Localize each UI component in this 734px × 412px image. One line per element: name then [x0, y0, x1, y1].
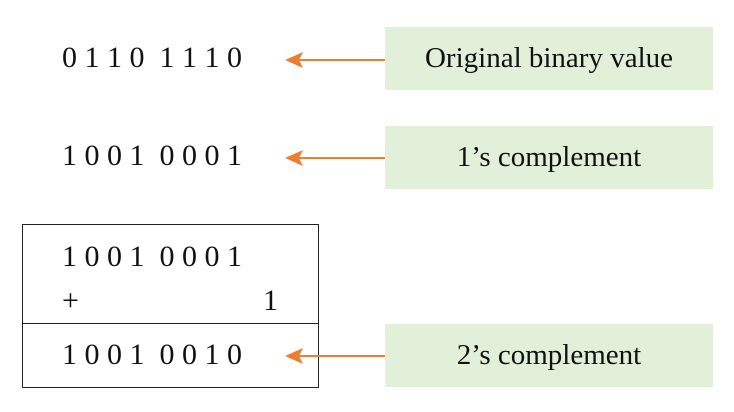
addition-box: [22, 224, 319, 388]
label-ones-complement: 1’s complement: [385, 126, 713, 189]
plus-sign: +: [62, 284, 79, 317]
label-twos-complement: 2’s complement: [385, 324, 713, 387]
twos-complement-value: 1 0 0 1 0 0 1 0: [62, 338, 242, 371]
label-original-text: Original binary value: [424, 42, 674, 74]
arrow-original: [285, 52, 385, 68]
arrow-twos-complement: [285, 348, 385, 364]
ones-complement-value: 1 0 0 1 0 0 0 1: [62, 139, 242, 172]
label-ones-complement-text: 1’s complement: [456, 141, 642, 173]
addend-one: 1: [263, 284, 278, 317]
label-original-binary-value: Original binary value: [385, 27, 713, 90]
original-binary-value: 0 1 1 0 1 1 1 0: [62, 41, 242, 74]
addition-divider: [23, 323, 318, 324]
arrow-ones-complement: [285, 150, 385, 166]
addition-operand: 1 0 0 1 0 0 0 1: [62, 240, 242, 273]
label-twos-complement-text: 2’s complement: [456, 339, 642, 371]
